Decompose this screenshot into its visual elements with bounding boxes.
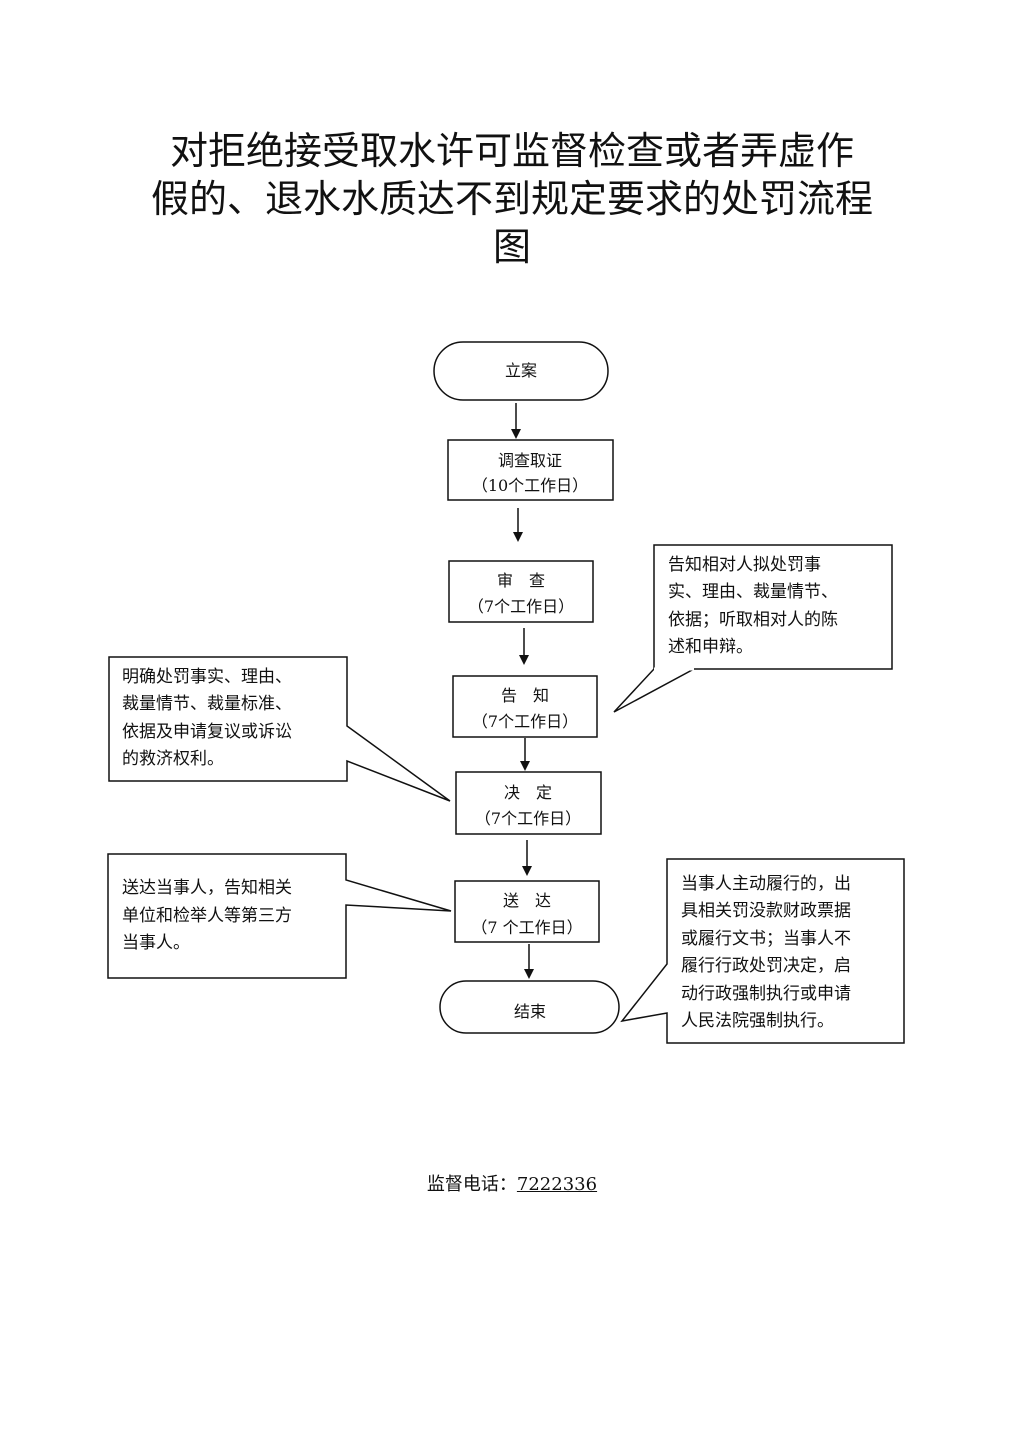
start-node: 立案 [433, 341, 609, 401]
review-duration: （7个工作日） [468, 597, 574, 616]
callout-deliver-line-3: 当事人。 [122, 933, 190, 953]
callout-decide: 明确处罚事实、理由、 裁量情节、裁量标准、 依据及申请复议或诉讼 的救济权利。 [108, 656, 451, 802]
page-title-line-2: 假的、退水水质达不到规定要求的处罚流程 [150, 177, 873, 221]
callout-end-line-3: 或履行文书；当事人不 [681, 929, 851, 949]
supervision-phone: 监督电话：7222336 [0, 1170, 1024, 1196]
notify-duration: （7个工作日） [472, 712, 578, 731]
review-node: 审 查 （7个工作日） [448, 560, 594, 623]
decide-label: 决 定 [504, 783, 552, 802]
notify-label: 告 知 [501, 686, 549, 705]
callout-decide-line-4: 的救济权利。 [122, 749, 224, 769]
callout-end-line-1: 当事人主动履行的，出 [681, 874, 851, 894]
callout-notify-line-3: 依据；听取相对人的陈 [668, 610, 838, 630]
callout-end-line-4: 履行行政处罚决定，启 [681, 956, 851, 976]
page-title-line-3: 图 [492, 225, 531, 269]
end-node: 结束 [439, 980, 620, 1034]
callout-end-line-6: 人民法院强制执行。 [681, 1011, 834, 1031]
investigate-label: 调查取证 [498, 451, 562, 470]
deliver-node: 送 达 （7 个工作日） [454, 880, 600, 943]
callout-end: 当事人主动履行的，出 具相关罚没款财政票据 或履行文书；当事人不 履行行政处罚决… [620, 858, 905, 1044]
callout-deliver-line-1: 送达当事人，告知相关 [122, 878, 292, 898]
decide-duration: （7个工作日） [475, 809, 581, 828]
callout-decide-line-1: 明确处罚事实、理由、 [122, 667, 292, 687]
callout-end-line-2: 具相关罚没款财政票据 [681, 901, 851, 921]
callout-notify-line-2: 实、理由、裁量情节、 [668, 582, 838, 602]
supervision-phone-number[interactable]: 7222336 [516, 1174, 598, 1195]
investigate-duration: （10个工作日） [472, 476, 588, 495]
investigate-node: 调查取证 （10个工作日） [447, 439, 614, 501]
callout-notify-line-4: 述和申辩。 [668, 637, 753, 657]
callout-decide-line-3: 依据及申请复议或诉讼 [122, 722, 292, 742]
deliver-duration: （7 个工作日） [471, 918, 582, 937]
review-label: 审 查 [497, 571, 545, 590]
callout-deliver-line-2: 单位和检举人等第三方 [122, 906, 292, 926]
notify-node: 告 知 （7个工作日） [452, 675, 598, 738]
end-node-label: 结束 [514, 1002, 546, 1021]
decide-node: 决 定 （7个工作日） [455, 771, 602, 835]
callout-notify-line-1: 告知相对人拟处罚事 [668, 555, 821, 575]
callout-deliver: 送达当事人，告知相关 单位和检举人等第三方 当事人。 [107, 853, 452, 979]
supervision-phone-label: 监督电话： [426, 1174, 517, 1195]
callout-notify: 告知相对人拟处罚事 实、理由、裁量情节、 依据；听取相对人的陈 述和申辩。 [613, 544, 893, 713]
page-title-line-1: 对拒绝接受取水许可监督检查或者弄虚作 [169, 129, 854, 173]
callout-end-line-5: 动行政强制执行或申请 [681, 984, 851, 1004]
start-node-label: 立案 [505, 361, 537, 380]
callout-decide-line-2: 裁量情节、裁量标准、 [122, 694, 292, 714]
deliver-label: 送 达 [503, 891, 551, 910]
